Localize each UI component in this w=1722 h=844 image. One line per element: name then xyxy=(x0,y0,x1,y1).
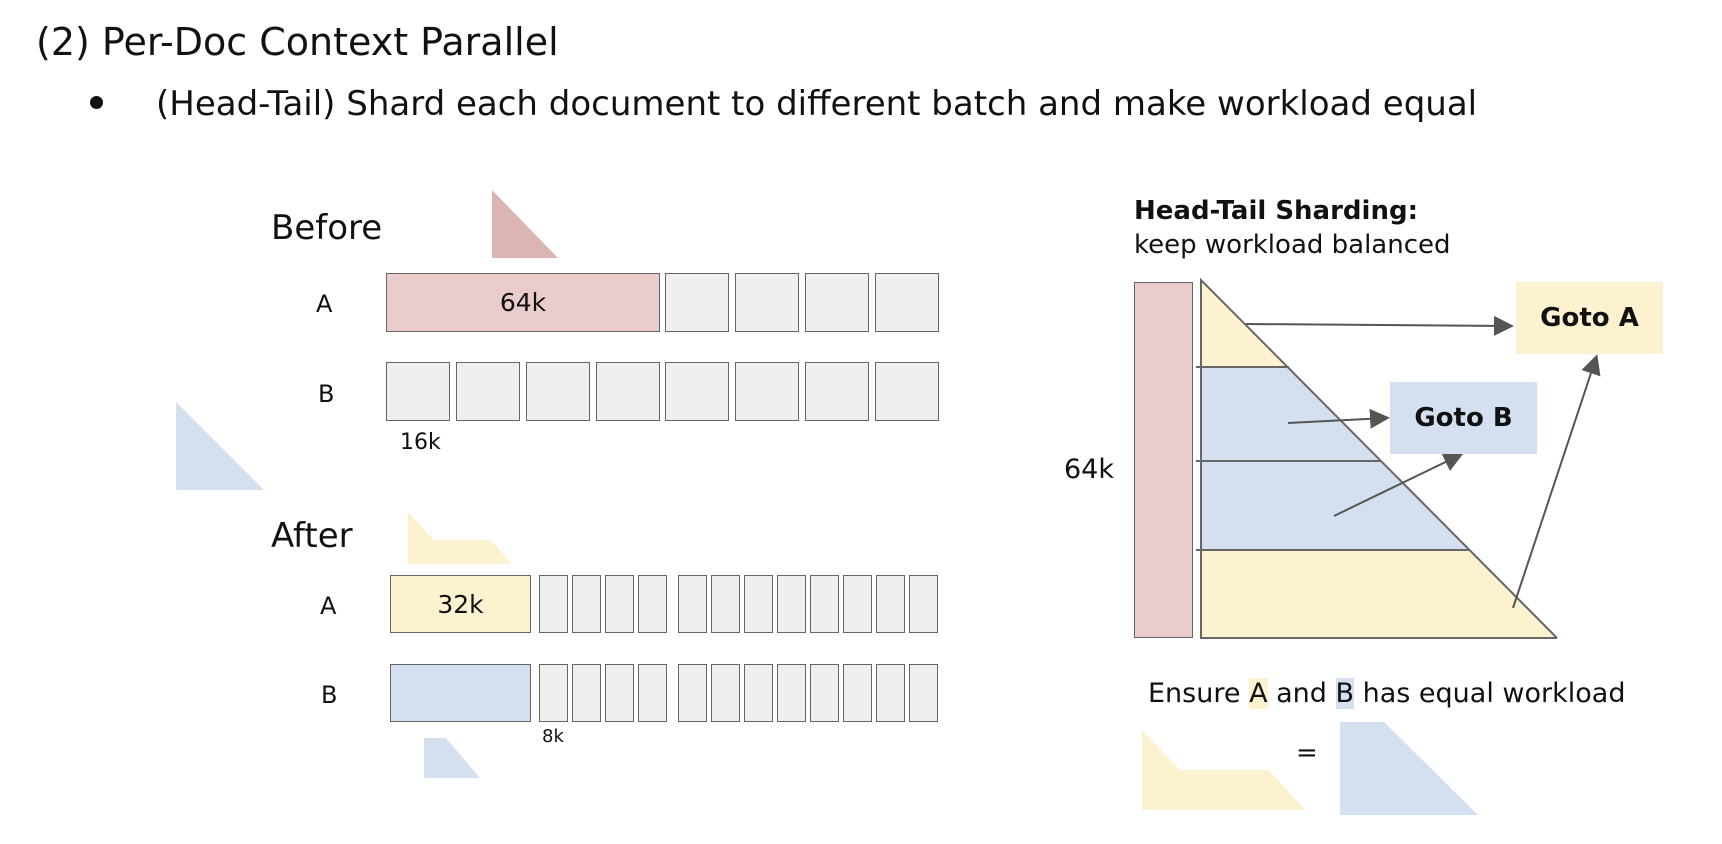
after-a-slot xyxy=(572,575,601,633)
before-b-slot xyxy=(735,362,799,421)
after-a-slot xyxy=(678,575,707,633)
before-a-doc-block: 64k xyxy=(386,273,660,332)
after-a-slot xyxy=(638,575,667,633)
middle-segment-b2 xyxy=(1201,461,1470,550)
after-a-slot xyxy=(605,575,634,633)
triangle-outline xyxy=(1200,277,1558,639)
after-b-slot xyxy=(777,664,806,722)
after-a-slot xyxy=(744,575,773,633)
before-row-a-label: A xyxy=(316,290,333,318)
after-row-a-label: A xyxy=(320,592,337,620)
after-a-doc-block: 32k xyxy=(390,575,531,633)
after-b-slot xyxy=(711,664,740,722)
after-a-slot xyxy=(810,575,839,633)
after-b-slot xyxy=(678,664,707,722)
after-a-slot xyxy=(876,575,905,633)
document-bar xyxy=(1134,282,1193,638)
after-label: After xyxy=(271,516,353,556)
doc-size-label: 64k xyxy=(1064,454,1114,485)
before-a-empty-slot xyxy=(805,273,869,332)
tail-segment-a xyxy=(1201,550,1557,638)
before-a-doc-size: 64k xyxy=(499,288,547,317)
arrow-tail-to-a xyxy=(1512,354,1601,609)
ensure-a-workload-shape xyxy=(1142,730,1306,810)
ensure-b-highlight: B xyxy=(1335,678,1355,709)
after-b-slot xyxy=(572,664,601,722)
goto-b-box: Goto B xyxy=(1390,382,1537,454)
slide-title: (2) Per-Doc Context Parallel xyxy=(36,20,559,64)
ensure-mid: and xyxy=(1267,678,1336,709)
after-a-doc-size: 32k xyxy=(437,589,484,619)
before-row-b-label: B xyxy=(318,380,335,408)
after-a-slot xyxy=(843,575,872,633)
after-b-slot xyxy=(810,664,839,722)
bullet-dot xyxy=(90,96,103,109)
after-b-slot xyxy=(843,664,872,722)
before-b-slot xyxy=(875,362,939,421)
sharding-title: Head-Tail Sharding: xyxy=(1134,196,1418,226)
after-a-slot xyxy=(711,575,740,633)
ensure-prefix: Ensure xyxy=(1148,678,1250,709)
after-b-slot xyxy=(876,664,905,722)
equals-sign: = xyxy=(1296,738,1318,768)
after-a-head-triangle xyxy=(408,512,434,540)
before-b-slot xyxy=(526,362,590,421)
bullet-text: (Head-Tail) Shard each document to diffe… xyxy=(156,84,1478,124)
before-a-workload-triangle xyxy=(492,190,558,258)
ensure-a-highlight: A xyxy=(1249,678,1268,709)
after-b-slot xyxy=(909,664,938,722)
after-b-slot xyxy=(638,664,667,722)
before-b-slot xyxy=(386,362,450,421)
before-b-slot xyxy=(456,362,520,421)
before-b-chunk-size: 16k xyxy=(400,430,441,455)
after-b-slot xyxy=(605,664,634,722)
after-b-doc-block xyxy=(390,664,531,722)
before-b-slot xyxy=(805,362,869,421)
sharding-subtitle: keep workload balanced xyxy=(1134,230,1451,260)
before-b-workload-triangle xyxy=(176,402,264,490)
before-b-slot xyxy=(596,362,660,421)
arrow-b1-to-b xyxy=(1287,408,1390,429)
goto-a-box: Goto A xyxy=(1516,282,1663,354)
after-a-slot xyxy=(909,575,938,633)
after-b-workload-shape xyxy=(424,738,480,778)
before-a-empty-slot xyxy=(735,273,799,332)
arrow-head-to-a xyxy=(1245,315,1514,336)
ensure-suffix: has equal workload xyxy=(1354,678,1626,709)
before-label: Before xyxy=(271,208,383,248)
after-b-slot xyxy=(744,664,773,722)
before-a-empty-slot xyxy=(665,273,729,332)
middle-segment-b1 xyxy=(1201,367,1381,461)
ensure-b-workload-shape xyxy=(1340,722,1478,815)
before-b-slot xyxy=(665,362,729,421)
arrow-b2-to-b xyxy=(1333,452,1464,517)
after-b-chunk-size: 8k xyxy=(542,726,564,747)
after-b-slot xyxy=(539,664,568,722)
after-a-workload-shape xyxy=(408,512,512,564)
goto-a-label: Goto A xyxy=(1540,303,1639,333)
goto-b-label: Goto B xyxy=(1414,403,1513,433)
after-a-slot xyxy=(539,575,568,633)
before-a-empty-slot xyxy=(875,273,939,332)
ensure-caption: Ensure A and B has equal workload xyxy=(1148,678,1625,709)
after-row-b-label: B xyxy=(321,681,338,709)
after-a-slot xyxy=(777,575,806,633)
